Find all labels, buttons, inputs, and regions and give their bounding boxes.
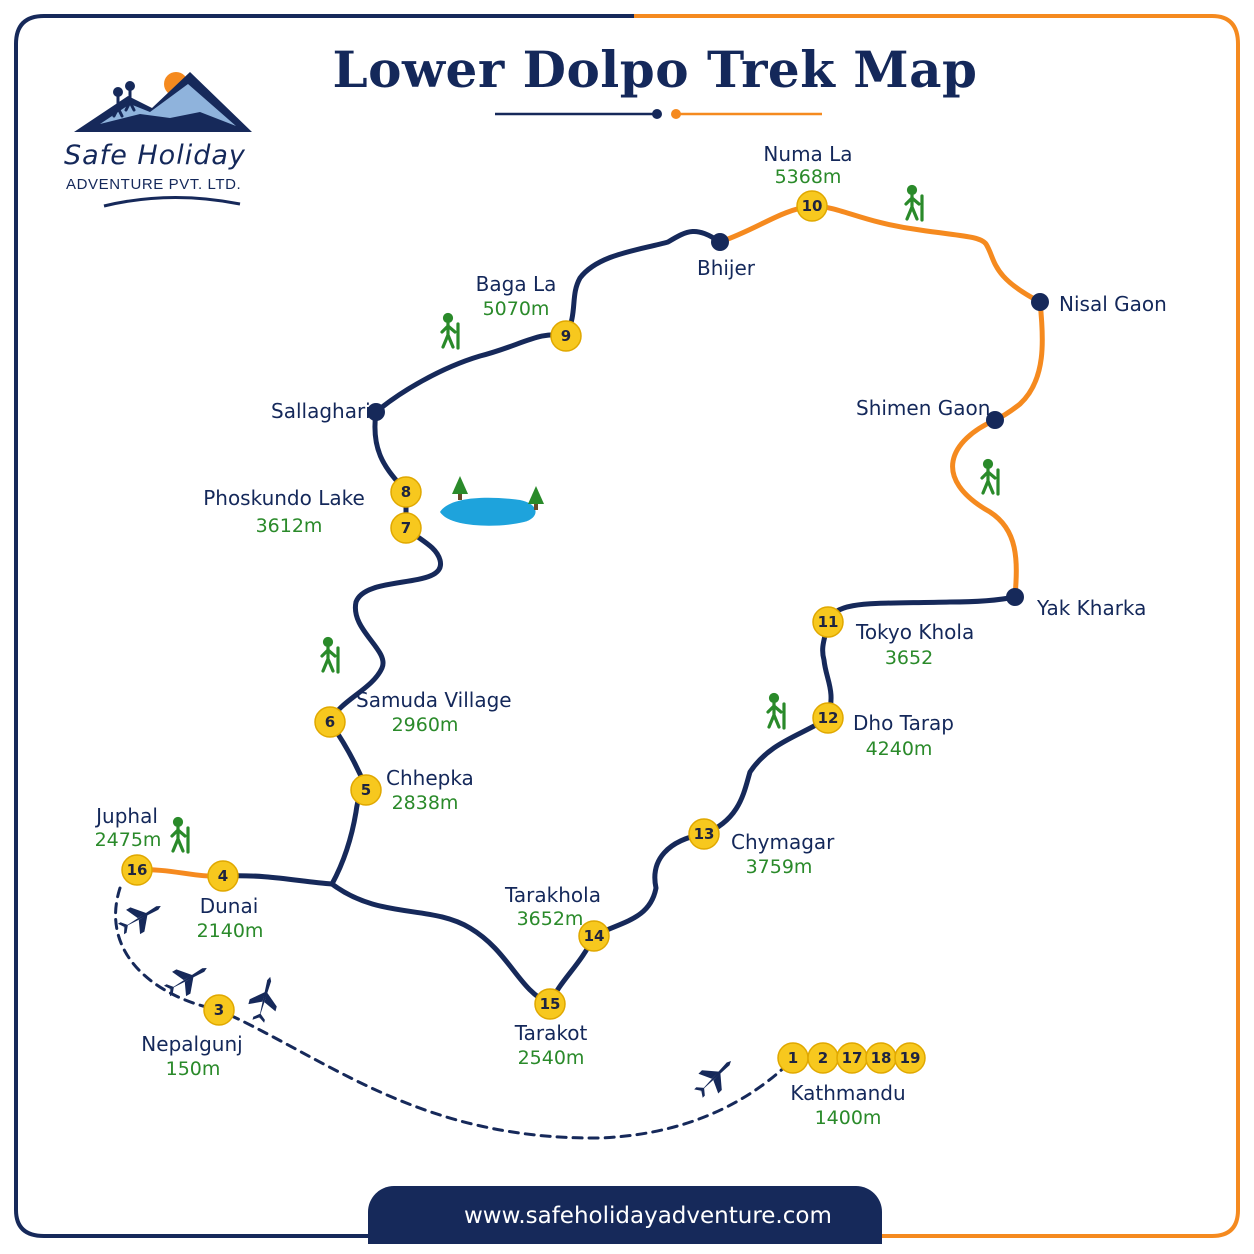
day-badge: 6 [314, 706, 346, 738]
svg-text:4: 4 [218, 867, 228, 885]
page-title: Lower Dolpo Trek Map [332, 40, 978, 99]
place-name: Dunai [199, 894, 259, 918]
svg-text:17: 17 [842, 1049, 863, 1067]
day-badge: 7 [390, 512, 422, 544]
svg-text:6: 6 [325, 713, 335, 731]
place-name: Tokyo Khola [856, 620, 975, 644]
svg-text:9: 9 [561, 327, 571, 345]
day-badge: 2 [807, 1042, 839, 1074]
lake-icon [440, 476, 544, 526]
day-badge: 3 [203, 994, 235, 1026]
day-badge: 17 [836, 1042, 868, 1074]
svg-text:14: 14 [584, 927, 605, 945]
day-badge: 1 [777, 1042, 809, 1074]
day-badge: 13 [688, 818, 720, 850]
flight-route [114, 886, 794, 1140]
svg-text:7: 7 [401, 519, 411, 537]
route-east [547, 594, 1018, 1007]
place-name: Phoskundo Lake [203, 486, 365, 510]
svg-text:16: 16 [127, 861, 148, 879]
day-badge: 15 [534, 988, 566, 1020]
place-name: Tarakot [514, 1021, 588, 1045]
place-altitude: 3652 [884, 647, 934, 669]
place-name: Kathmandu [790, 1081, 906, 1105]
title-divider-dot [671, 109, 681, 119]
svg-text:19: 19 [900, 1049, 921, 1067]
day-badge: 14 [578, 920, 610, 952]
place-name: Dho Tarap [853, 711, 955, 735]
day-badge: 16 [121, 854, 153, 886]
svg-text:12: 12 [818, 709, 839, 727]
svg-text:13: 13 [694, 825, 715, 843]
website-link[interactable]: www.safeholidayadventure.com [464, 1203, 832, 1229]
day-badge: 18 [865, 1042, 897, 1074]
place-altitude: 1400m [814, 1107, 882, 1129]
place-name: Nisal Gaon [1059, 292, 1167, 316]
place-altitude: 5070m [482, 298, 550, 320]
brand-tagline: ADVENTURE PVT. LTD. [66, 176, 242, 193]
svg-text:5: 5 [361, 781, 371, 799]
svg-text:10: 10 [802, 197, 823, 215]
place-name: Juphal [96, 804, 158, 828]
day-badge: 5 [350, 774, 382, 806]
brand-name: Safe Holiday [64, 140, 246, 171]
place-name: Shimen Gaon [856, 396, 991, 420]
day-badge: 19 [894, 1042, 926, 1074]
footer-bar [368, 1186, 882, 1244]
place-name: Sallaghari [271, 399, 371, 423]
day-badge: 11 [812, 606, 844, 638]
place-altitude: 3652m [516, 908, 584, 930]
airplane-icons [117, 906, 731, 1098]
title-divider-dot [652, 109, 662, 119]
day-badge: 9 [550, 320, 582, 352]
day-badge: 4 [207, 860, 239, 892]
place-altitude: 3759m [745, 856, 813, 878]
svg-text:18: 18 [871, 1049, 892, 1067]
hiker-icons [170, 184, 1000, 854]
place-altitude: 4240m [865, 738, 933, 760]
place-altitude: 2540m [517, 1047, 585, 1069]
frame-left [14, 14, 634, 1238]
svg-text:11: 11 [818, 613, 839, 631]
place-name: Chhepka [386, 766, 474, 790]
mountain-logo-icon [74, 72, 252, 208]
place-altitude: 5368m [774, 166, 842, 188]
place-altitude: 2960m [391, 714, 459, 736]
day-badge: 12 [812, 702, 844, 734]
route-tarakot [329, 881, 553, 1007]
day-badges: 10 9 8 7 11 6 12 5 16 13 14 4 15 3 1 2 1… [121, 190, 926, 1074]
frame-right [634, 14, 1240, 1238]
place-altitude: 3612m [255, 515, 323, 537]
place-name: Baga La [475, 272, 557, 296]
day-badge: 10 [796, 190, 828, 222]
place-name: Samuda Village [356, 688, 512, 712]
day-badge: 8 [390, 476, 422, 508]
svg-text:15: 15 [540, 995, 561, 1013]
place-name: Chymagar [731, 830, 835, 854]
place-name: Numa La [763, 142, 853, 166]
place-altitude: 2475m [94, 829, 162, 851]
place-name: Yak Kharka [1037, 596, 1147, 620]
place-name: Bhijer [696, 256, 756, 280]
svg-text:2: 2 [818, 1049, 828, 1067]
svg-text:3: 3 [214, 1001, 224, 1019]
stop-dots [367, 233, 1049, 606]
place-altitude: 2838m [391, 792, 459, 814]
svg-text:8: 8 [401, 483, 411, 501]
place-name: Nepalgunj [141, 1032, 243, 1056]
svg-text:1: 1 [788, 1049, 798, 1067]
place-altitude: 150m [165, 1058, 221, 1080]
tree-icon [452, 476, 544, 510]
place-name: Tarakhola [505, 883, 601, 907]
place-altitude: 2140m [196, 920, 264, 942]
